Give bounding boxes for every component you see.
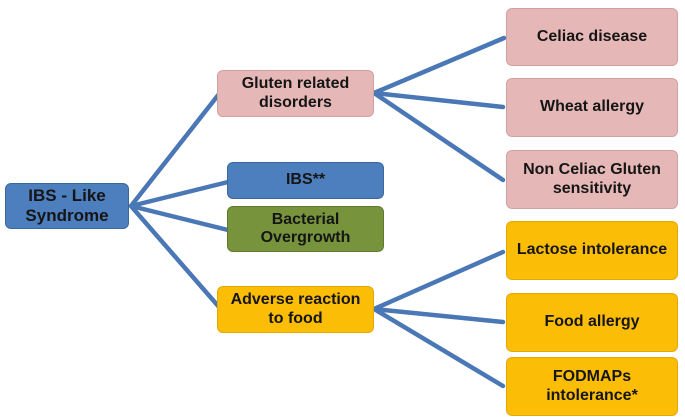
connector-root-adverse — [128, 203, 222, 310]
node-celiac-disease: Celiac disease — [506, 8, 678, 66]
node-adverse-reaction-to-food: Adverse reaction to food — [217, 286, 374, 333]
node-label: Bacterial Overgrowth — [260, 210, 351, 246]
node-food-allergy: Food allergy — [506, 293, 678, 352]
node-label: Adverse reaction to food — [230, 291, 361, 327]
node-label: FODMAPs intolerance* — [546, 368, 638, 404]
connector-adverse-lactose — [371, 249, 506, 312]
node-ibs: IBS** — [227, 162, 384, 199]
connector-gluten-celiac — [371, 35, 507, 96]
connector-root-bacterial — [128, 203, 231, 233]
node-bacterial-overgrowth: Bacterial Overgrowth — [227, 206, 384, 252]
node-label: IBS - Like Syndrome — [25, 186, 109, 225]
node-lactose-intolerance: Lactose intolerance — [506, 221, 678, 280]
node-label: Gluten related disorders — [241, 75, 350, 111]
node-label: Wheat allergy — [539, 98, 645, 116]
node-ibs-like-syndrome: IBS - Like Syndrome — [5, 183, 129, 229]
node-label: Celiac disease — [536, 27, 648, 45]
node-label: Food allergy — [544, 313, 640, 331]
node-fodmaps-intolerance: FODMAPs intolerance* — [506, 357, 678, 416]
node-label: IBS** — [285, 171, 326, 189]
connector-gluten-ncgs — [371, 90, 506, 183]
connector-adverse-fodmaps — [371, 306, 506, 389]
connector-root-gluten — [128, 91, 222, 209]
connector-adverse-food — [371, 306, 506, 325]
node-non-celiac-gluten-sensitivity: Non Celiac Gluten sensitivity — [506, 150, 678, 209]
node-gluten-related-disorders: Gluten related disorders — [217, 70, 374, 117]
connector-root-ibs — [128, 179, 231, 209]
node-label: Lactose intolerance — [516, 241, 668, 259]
node-wheat-allergy: Wheat allergy — [506, 78, 678, 137]
connector-gluten-wheat — [371, 90, 506, 110]
node-label: Non Celiac Gluten sensitivity — [523, 161, 661, 197]
